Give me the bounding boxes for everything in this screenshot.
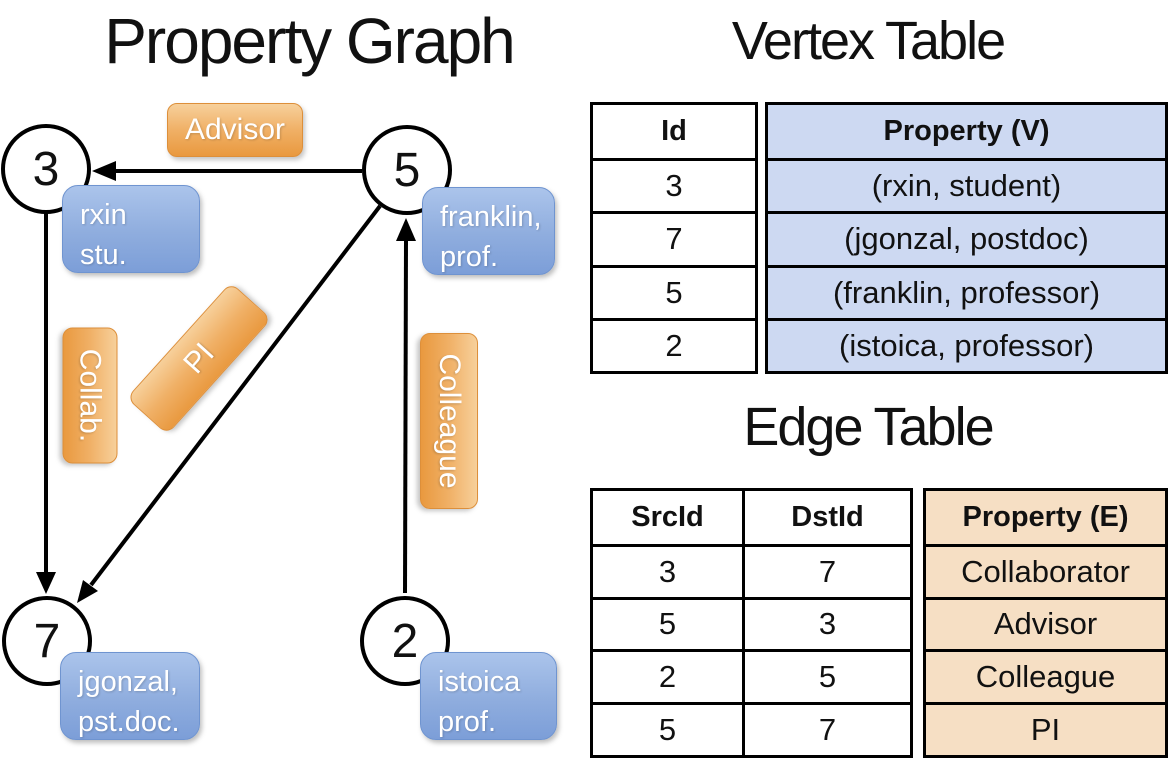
edge-table-title: Edge Table	[743, 397, 994, 457]
edge-table-property-cell: Collaborator	[926, 543, 1165, 597]
vertex-table-id-cell: 7	[593, 211, 755, 264]
graph-edges	[36, 161, 416, 603]
edge-label-collab-text: Collab.	[74, 348, 107, 443]
edge-label-colleague: Colleague	[420, 333, 478, 509]
edge-table-property-cell: Colleague	[926, 649, 1165, 702]
edge-2-5-line	[403, 239, 408, 594]
edge-table-property-header: Property (E)	[962, 500, 1129, 533]
vertex-7-property-line1: jgonzal,	[78, 666, 178, 698]
vertex-table-id-cell: 5	[593, 264, 755, 318]
vertex-table-title: Vertex Table	[731, 11, 1006, 71]
edge-table-dstid-cell: 5	[742, 649, 910, 703]
vertex-3-property-line1: rxin	[80, 199, 127, 231]
edge-2-5-arrowhead	[396, 218, 416, 241]
edge-table-srcid-cell: 5	[593, 596, 742, 650]
vertex-5-property-line1: franklin,	[440, 201, 542, 233]
vertex-2-property-line2: prof.	[438, 706, 497, 739]
edge-table-dstid-cell: 3	[742, 596, 910, 650]
edge-5-7-line	[89, 204, 382, 587]
vertex-table-id-cell: 3	[593, 158, 755, 211]
vertex-2-property-box: istoica prof.	[420, 652, 557, 740]
vertex-table-property-cell: (istoica, professor)	[768, 317, 1165, 371]
edge-table-srcid-cell: 2	[593, 649, 742, 702]
edge-label-collab: Collab.	[62, 327, 118, 464]
property-graph-title: Property Graph	[104, 5, 516, 77]
edge-table-dstid-cell: 7	[742, 702, 910, 755]
vertex-2-property-line1: istoica	[438, 666, 521, 698]
edge-label-pi-text: PI	[176, 336, 221, 380]
vertex-table-property-cell: (rxin, student)	[768, 158, 1165, 211]
edge-table-dstid-cell: 7	[742, 543, 910, 597]
vertex-7-property-box: jgonzal, pst.doc.	[60, 652, 200, 740]
edge-5-3-arrowhead	[92, 161, 116, 181]
edge-table-property-cell: Advisor	[926, 596, 1165, 650]
vertex-5-property-box: franklin, prof.	[422, 187, 555, 275]
vertex-2-id-label: 2	[391, 614, 419, 668]
edge-label-advisor: Advisor	[167, 103, 303, 157]
vertex-5-id-label: 5	[393, 143, 421, 197]
vertex-table-property-header: Property (V)	[883, 115, 1050, 148]
vertex-table-property-cell: (jgonzal, postdoc)	[768, 211, 1165, 264]
vertex-circle-2: 2	[360, 596, 450, 686]
vertex-table-id-header: Id	[661, 115, 687, 148]
vertex-table-property-column: Property (V) (rxin, student) (jgonzal, p…	[765, 102, 1168, 374]
vertex-5-property-line2: prof.	[440, 241, 499, 274]
edge-table-dstid-header: DstId	[742, 491, 910, 544]
vertex-table-id-column: Id 3 7 5 2	[590, 102, 758, 374]
edge-table-srcid-cell: 3	[593, 543, 742, 597]
vertex-3-property-box: rxin stu.	[62, 185, 200, 273]
vertex-3-id-label: 3	[32, 142, 60, 196]
vertex-table-id-cell: 2	[593, 317, 755, 371]
vertex-3-property-line2: stu.	[80, 239, 127, 272]
edge-3-7-arrowhead	[36, 572, 56, 594]
vertex-7-id-label: 7	[33, 614, 61, 668]
edge-label-advisor-text: Advisor	[184, 113, 286, 146]
edge-table-property-cell: PI	[926, 702, 1165, 755]
vertex-table-property-cell: (franklin, professor)	[768, 264, 1165, 318]
edge-5-7-arrowhead	[77, 580, 98, 603]
edge-table-property-column: Property (E) Collaborator Advisor Collea…	[923, 488, 1168, 758]
vertex-7-property-line2: pst.doc.	[78, 706, 180, 739]
edge-table-ids-columns: SrcId DstId 3 7 5 3 2 5 5 7	[590, 488, 913, 758]
edge-label-colleague-text: Colleague	[433, 353, 466, 489]
edge-table-srcid-cell: 5	[593, 702, 742, 755]
edge-table-srcid-header: SrcId	[631, 500, 704, 533]
